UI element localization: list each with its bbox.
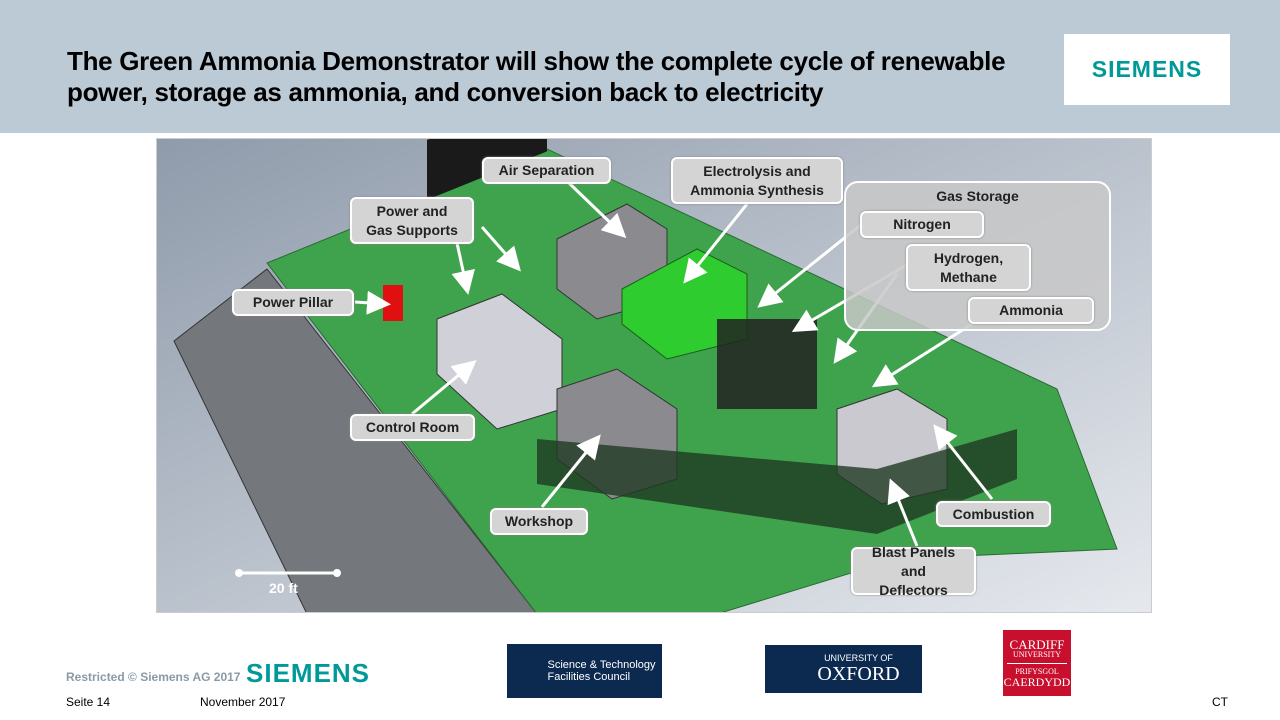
fence-back <box>427 139 547 200</box>
label-hydrogen-methane: Hydrogen, Methane <box>906 244 1031 291</box>
fence-front <box>537 429 1017 534</box>
label-electrolysis: Electrolysis and Ammonia Synthesis <box>671 157 843 204</box>
cardiff-logo: CARDIFF UNIVERSITY PRIFYSGOL CAERDYDD <box>1003 630 1071 696</box>
power-pillar-icon <box>383 285 403 321</box>
gas-storage-title: Gas Storage <box>936 188 1019 204</box>
slide-title: The Green Ammonia Demonstrator will show… <box>67 46 1006 107</box>
gas-racks <box>717 319 817 409</box>
page-number: Seite 14 <box>66 695 111 709</box>
site-diagram: 20 ft Gas Storage Air Separation Power a… <box>156 138 1152 613</box>
footer-initials: CT <box>1212 695 1228 709</box>
label-control-room: Control Room <box>350 414 475 441</box>
scale-label: 20 ft <box>269 580 298 596</box>
footer-siemens-logo: SIEMENS <box>246 658 371 688</box>
oxford-logo: UNIVERSITY OF OXFORD <box>765 645 922 693</box>
label-air-separation: Air Separation <box>482 157 611 184</box>
label-power-gas-supports: Power and Gas Supports <box>350 197 474 244</box>
footer-date: November 2017 <box>200 695 286 709</box>
restricted-notice: Restricted © Siemens AG 2017 <box>66 670 241 684</box>
label-workshop: Workshop <box>490 508 588 535</box>
label-power-pillar: Power Pillar <box>232 289 354 316</box>
label-combustion: Combustion <box>936 501 1051 527</box>
label-blast-panels: Blast Panels and Deflectors <box>851 544 976 598</box>
label-ammonia: Ammonia <box>968 297 1094 324</box>
siemens-logo: SIEMENS <box>1064 34 1230 105</box>
label-nitrogen: Nitrogen <box>860 211 984 238</box>
stfc-logo: Science & Technology Facilities Council <box>507 644 662 698</box>
